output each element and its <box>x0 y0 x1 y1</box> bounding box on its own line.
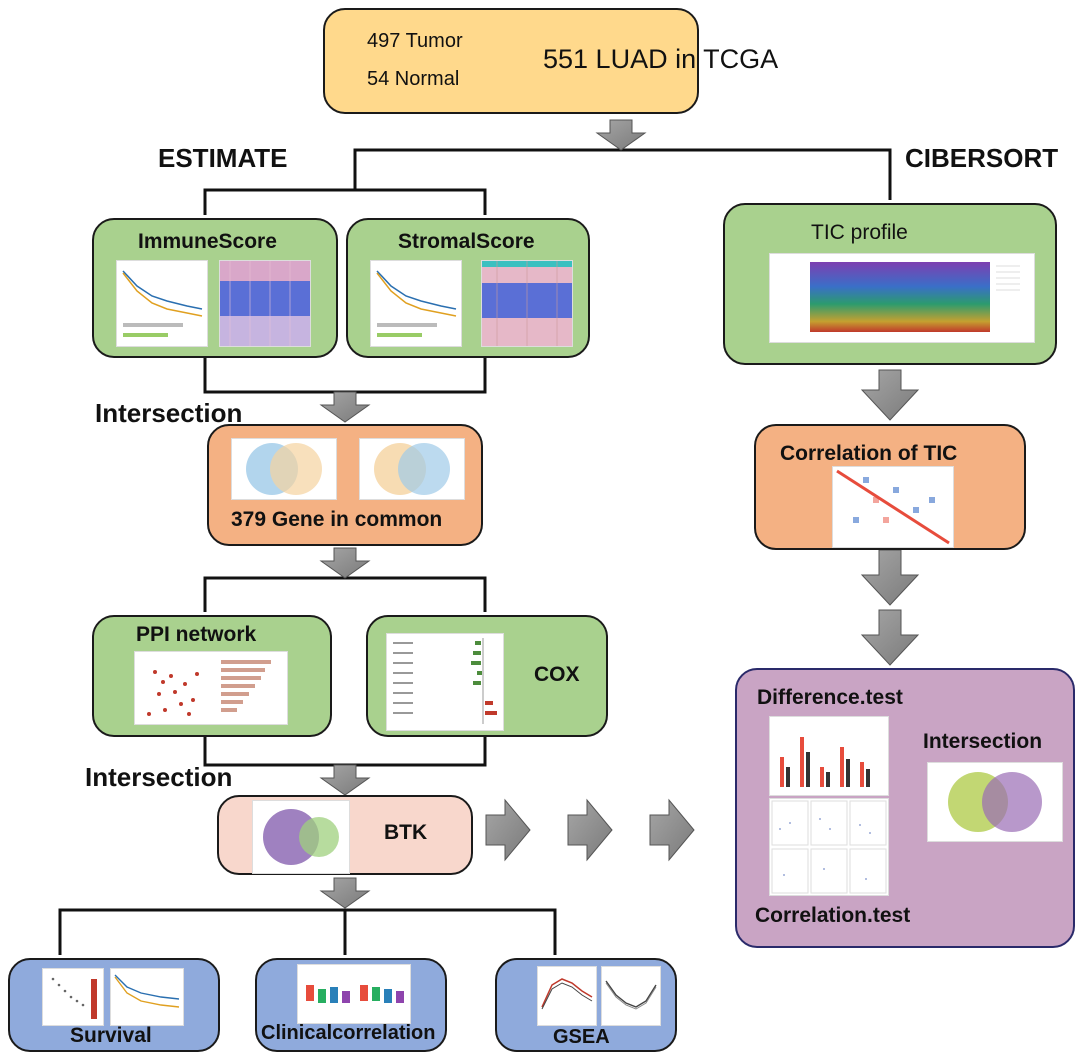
correlation-tic-label: Correlation of TIC <box>780 442 958 465</box>
correlation-test-plots <box>769 798 889 896</box>
split-line-bottom <box>58 908 557 955</box>
gsea-label: GSEA <box>553 1026 610 1048</box>
intersection-label-2: Intersection <box>85 762 233 792</box>
cibersort-label: CIBERSORT <box>905 143 1059 173</box>
normal-count: 54 Normal <box>367 68 460 90</box>
gsea-box: GSEA <box>495 958 677 1052</box>
immune-heatmap <box>219 260 311 347</box>
arrow-down-2 <box>319 391 371 423</box>
arrow-down-6 <box>860 369 920 421</box>
difference-test-plot <box>769 716 889 796</box>
gsea-plot-1 <box>537 966 597 1026</box>
cox-label: COX <box>534 663 580 686</box>
ppi-network-plot <box>134 651 288 725</box>
arrow-right-3 <box>649 798 695 862</box>
clinical-boxplots <box>297 964 411 1024</box>
tic-profile-plot <box>769 253 1035 343</box>
arrow-down-5 <box>319 877 371 909</box>
gsea-plot-2 <box>601 966 661 1026</box>
arrow-down-4 <box>319 764 371 796</box>
arrow-down-1 <box>595 119 647 151</box>
tests-panel: Difference.test Correlation.test Interse… <box>735 668 1075 948</box>
cox-forest-plot <box>386 633 504 731</box>
venn-upregulated <box>231 438 337 500</box>
tcga-title: 551 LUAD in TCGA <box>543 44 779 74</box>
correlation-tic-box: Correlation of TIC <box>754 424 1026 550</box>
estimate-label: ESTIMATE <box>158 143 288 173</box>
survival-label: Survival <box>70 1024 152 1047</box>
clinical-label: Clinicalcorrelation <box>261 1022 436 1044</box>
stromal-score-label: StromalScore <box>398 230 535 253</box>
immune-score-label: ImmuneScore <box>138 230 277 253</box>
bracket-estimate-top <box>203 188 487 215</box>
cox-box: COX <box>366 615 608 737</box>
bracket-ppi-bottom <box>203 735 487 767</box>
intersection-label-3: Intersection <box>923 730 1043 753</box>
arrow-right-2 <box>567 798 613 862</box>
stromal-heatmap <box>481 260 573 347</box>
tic-profile-box: TIC profile <box>723 203 1057 365</box>
survival-box: Survival <box>8 958 220 1052</box>
split-line-top <box>353 148 892 200</box>
tic-profile-label: TIC profile <box>811 221 908 244</box>
bracket-scores-bottom <box>203 357 487 394</box>
difference-test-label: Difference.test <box>757 686 903 709</box>
arrow-down-7 <box>860 549 920 606</box>
btk-venn <box>252 800 350 874</box>
clinical-box: Clinicalcorrelation <box>255 958 447 1052</box>
stromal-score-box: StromalScore <box>346 218 590 358</box>
ppi-network-box: PPI network <box>92 615 332 737</box>
immune-score-box: ImmuneScore <box>92 218 338 358</box>
correlation-matrix <box>832 466 954 548</box>
venn-downregulated <box>359 438 465 500</box>
correlation-test-label: Correlation.test <box>755 904 911 927</box>
survival-km-plot <box>110 968 184 1026</box>
ppi-network-label: PPI network <box>136 623 257 646</box>
btk-label: BTK <box>384 821 428 844</box>
tests-venn <box>927 762 1063 842</box>
arrow-down-8 <box>860 609 920 666</box>
btk-box: BTK <box>217 795 473 875</box>
tumor-count: 497 Tumor <box>367 30 463 52</box>
stromal-survival-plot <box>370 260 462 347</box>
arrow-down-3 <box>319 547 371 579</box>
tcga-box: 497 Tumor 54 Normal 551 LUAD in TCGA <box>323 8 778 114</box>
bracket-ppi-top <box>203 576 487 612</box>
survival-scatter <box>42 968 104 1026</box>
arrow-right-1 <box>485 798 531 862</box>
common-genes-box: 379 Gene in common <box>207 424 483 546</box>
intersection-label-1: Intersection <box>95 398 243 428</box>
immune-survival-plot <box>116 260 208 347</box>
common-genes-label: 379 Gene in common <box>231 508 443 531</box>
